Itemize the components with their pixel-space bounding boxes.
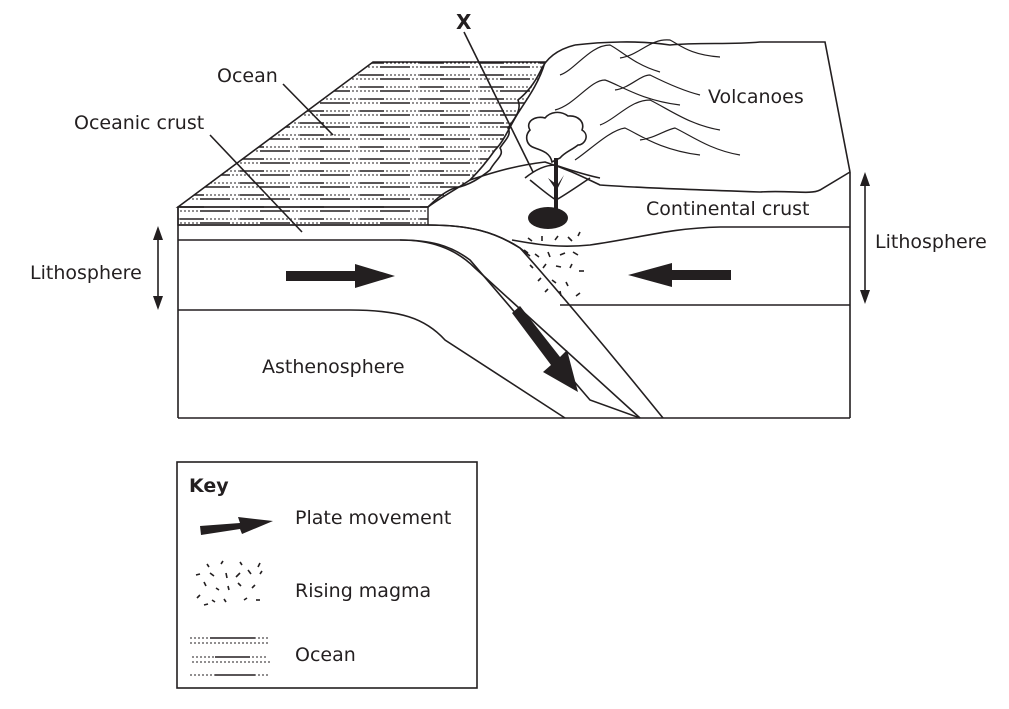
x-leader	[463, 31, 534, 173]
label-lithosphere-left: Lithosphere	[30, 262, 142, 284]
coastline	[427, 44, 576, 208]
volcano-cone	[524, 164, 601, 201]
label-ocean: Ocean	[217, 65, 278, 87]
key-legend: Key Plate movement Rising magma	[176, 461, 478, 689]
lithosphere-right-arrow	[860, 172, 870, 304]
continent-top-outline	[574, 41, 851, 173]
ocean-front	[177, 206, 429, 226]
slab-upper	[427, 224, 664, 419]
continental-crust-bottom	[511, 226, 850, 247]
label-x: X	[456, 10, 472, 34]
plate-arrow-left	[628, 263, 731, 287]
magma-chamber	[528, 207, 568, 229]
lithosphere-left-arrow	[153, 226, 163, 310]
eruption-cloud	[525, 111, 587, 164]
label-asthenosphere: Asthenosphere	[262, 356, 405, 378]
key-arrow-icon	[200, 517, 273, 535]
volcano-peaks	[554, 39, 741, 161]
label-lithosphere-right: Lithosphere	[875, 231, 987, 253]
rising-magma	[523, 231, 584, 297]
continent-front-top	[469, 161, 851, 194]
oceanic-plate-block	[175, 44, 850, 419]
key-ocean-lines-icon	[190, 637, 270, 676]
ocean-leader	[282, 83, 334, 136]
plate-arrow-right	[286, 264, 395, 288]
subduction-arrow	[512, 306, 578, 392]
conduit-branches	[548, 175, 564, 192]
key-magma-dashes-icon	[195, 560, 263, 606]
continental-plate-block	[469, 39, 851, 418]
label-oceanic-crust: Oceanic crust	[74, 112, 204, 134]
label-volcanoes: Volcanoes	[708, 86, 804, 108]
lithosphere-bottom	[178, 309, 566, 419]
slab-mid	[399, 239, 641, 419]
label-continental-crust: Continental crust	[646, 198, 810, 220]
ocean-surface	[175, 61, 547, 208]
oceanic-crust-leader	[209, 134, 303, 233]
key-label-rising-magma: Rising magma	[295, 580, 431, 602]
key-title: Key	[189, 475, 229, 497]
key-label-ocean: Ocean	[295, 644, 356, 666]
key-label-plate-movement: Plate movement	[295, 507, 451, 529]
